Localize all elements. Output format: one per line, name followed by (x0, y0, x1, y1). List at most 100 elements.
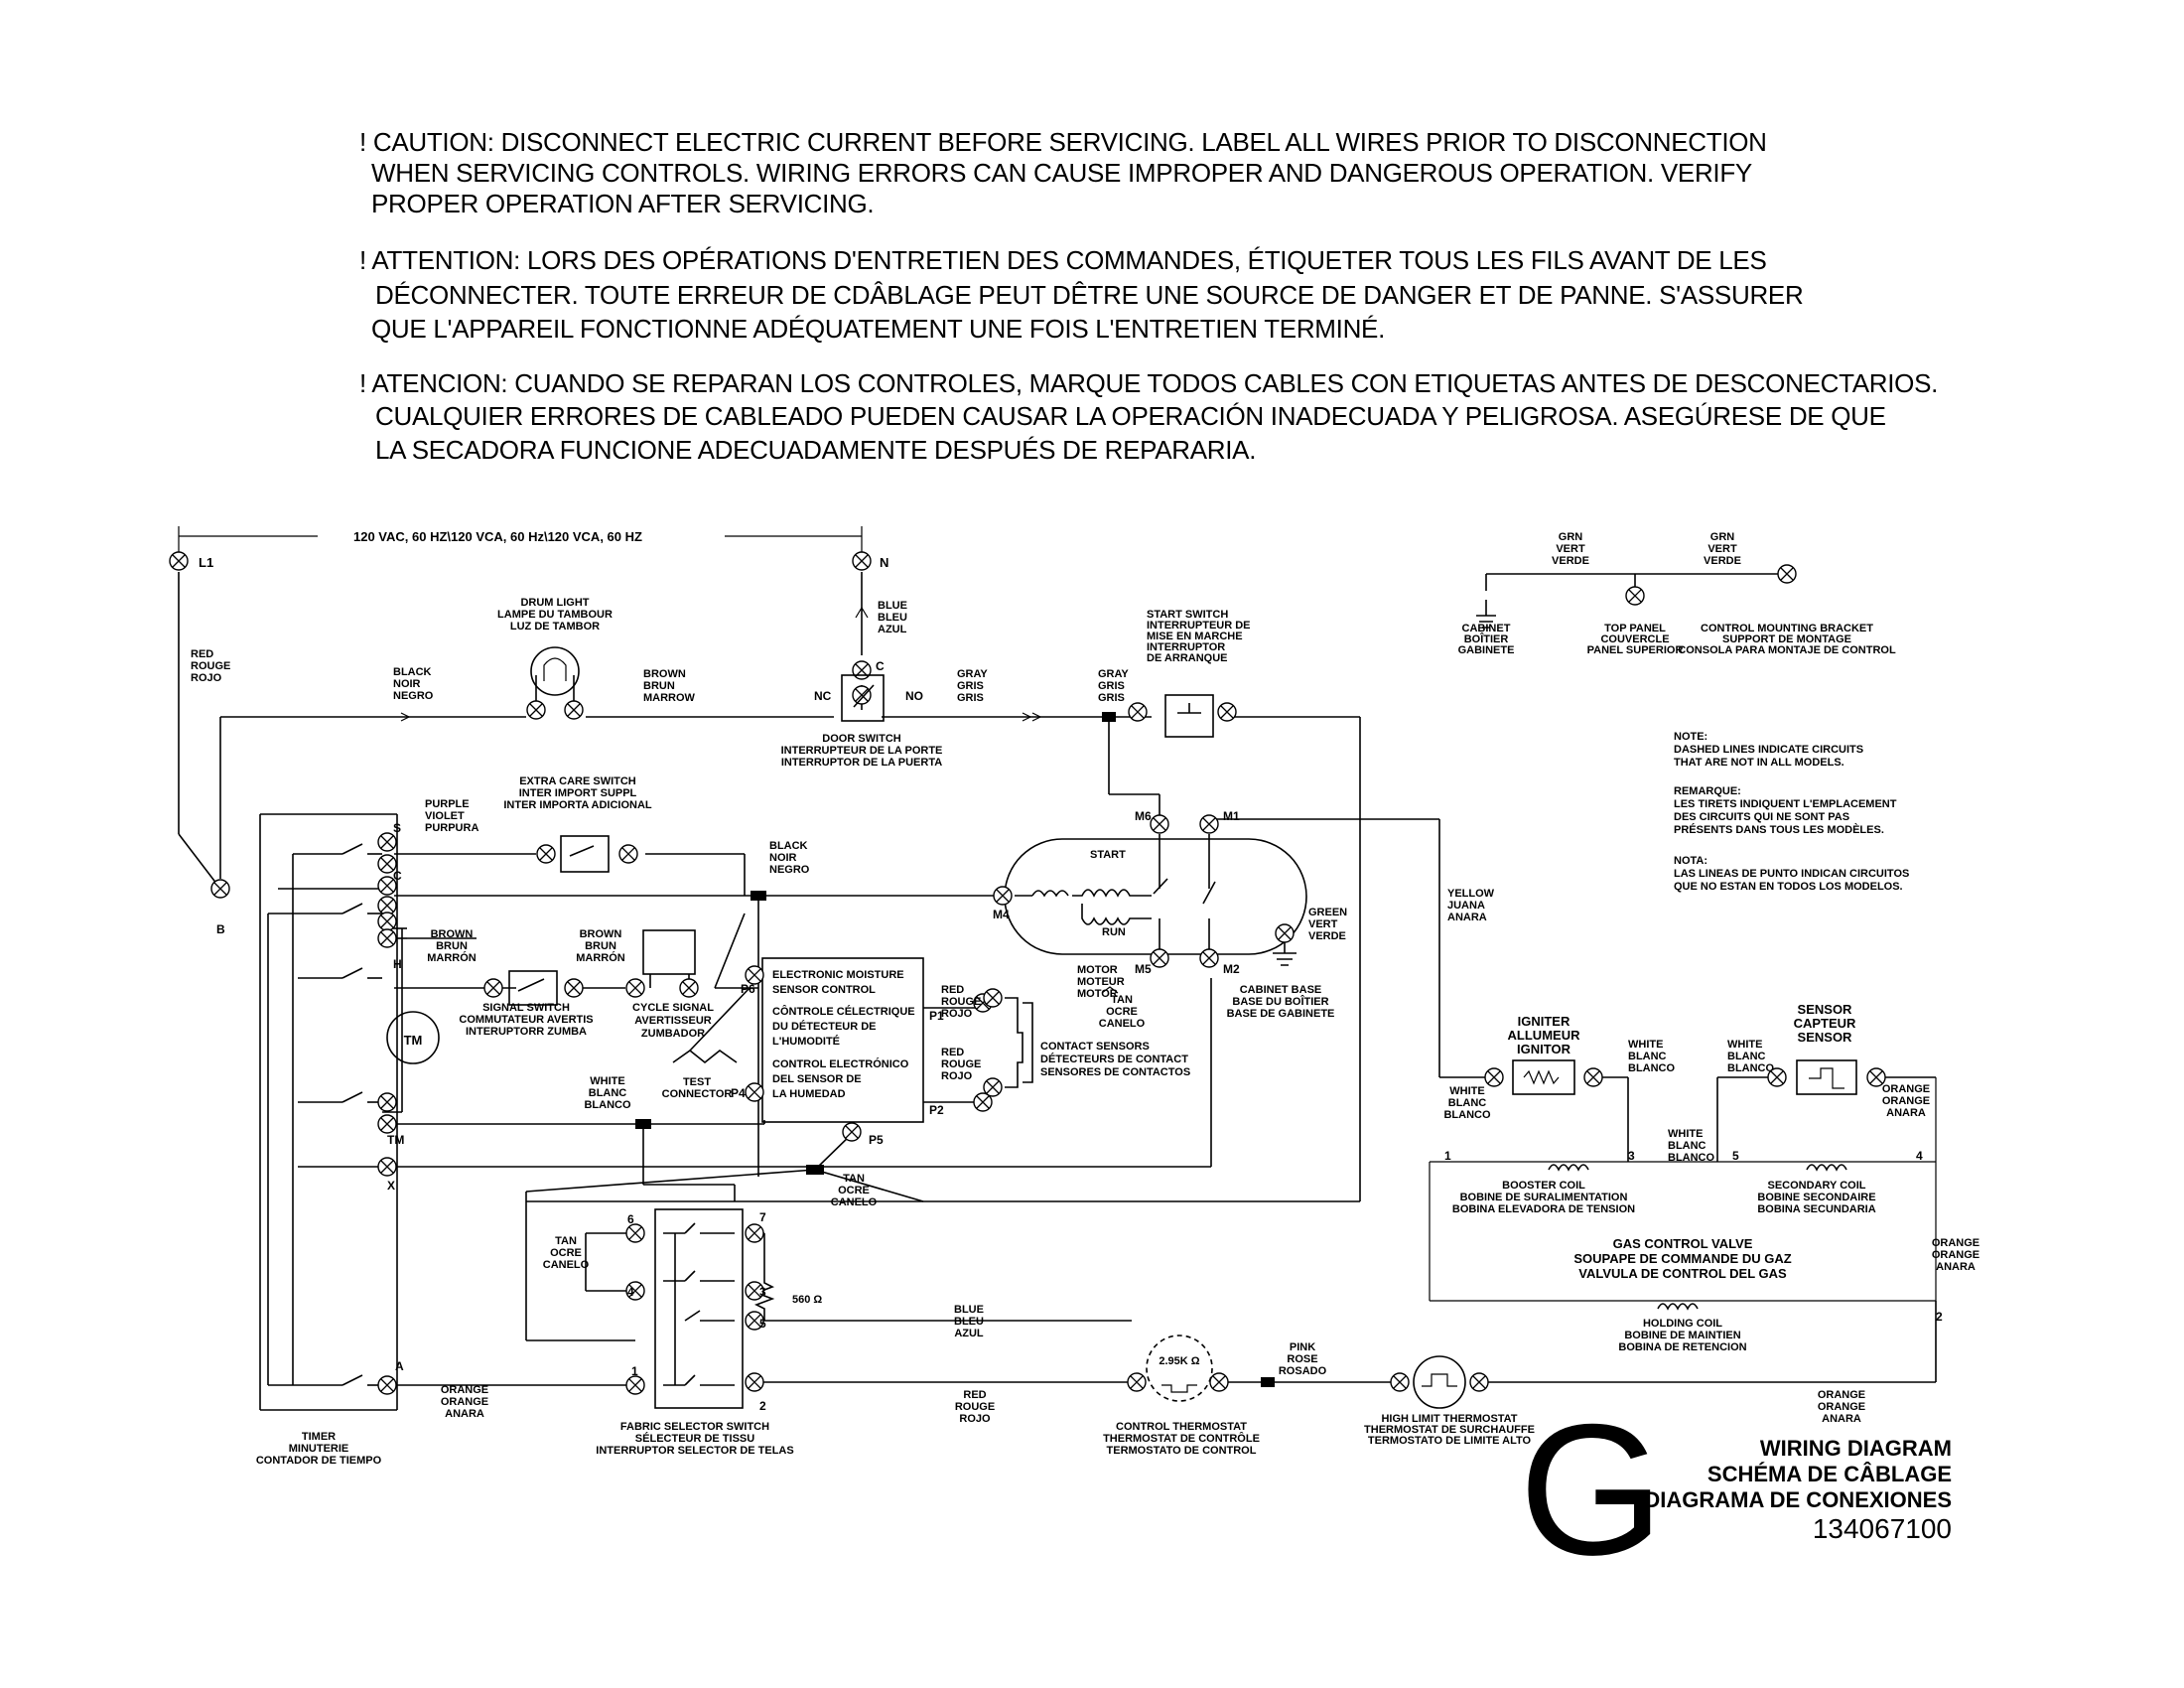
moisture-control-label-1: ELECTRONIC MOISTURE (772, 969, 904, 981)
terminal-32 (745, 1082, 764, 1102)
secondary-coil-label-3: BOBINA SECUNDARIA (1757, 1203, 1875, 1215)
motor-run-label: RUN (1102, 926, 1126, 938)
terminal-30 (1199, 948, 1219, 968)
wire-pink-label-2: ROSE (1287, 1353, 1317, 1365)
title-line-2: SCHÉMA DE CÂBLAGE (1707, 1462, 1952, 1486)
terminal-47 (1390, 1372, 1410, 1392)
gas-pin-5: 2 (1936, 1310, 1943, 1324)
igniter-label-1: IGNITER (1518, 1014, 1570, 1029)
terminal-3 (852, 660, 872, 680)
terminal-40 (625, 1281, 645, 1301)
fabric-selector-label-1: FABRIC SELECTOR SWITCH (620, 1421, 769, 1433)
wire-gray-label-1-3: GRIS (957, 692, 984, 704)
start-switch-label-1: START SWITCH (1147, 609, 1228, 621)
terminal-33 (842, 1122, 862, 1142)
moisture-pin-3: P2 (929, 1103, 944, 1117)
wire-brown-label-3-3: MARRÓN (576, 951, 625, 964)
terminal-21 (618, 844, 638, 864)
l1-label: L1 (199, 555, 213, 570)
wire-blue-label-2-3: AZUL (954, 1328, 984, 1339)
cabinet-base-label-3: BASE DE GABINETE (1227, 1008, 1335, 1020)
wire-green-label-2: VERT (1308, 918, 1338, 930)
wire-red-label-1-2: ROUGE (191, 660, 230, 672)
wire-brown-label-3-1: BROWN (580, 928, 622, 940)
terminal-6 (564, 700, 584, 720)
bracket-ground-label-2: SUPPORT DE MONTAGE (1722, 633, 1851, 645)
extra-care-switch-label-1: EXTRA CARE SWITCH (519, 775, 636, 787)
wire-blue-label-1-2: BLEU (878, 612, 907, 624)
contact-sensors-label-2: DÉTECTEURS DE CONTACT (1040, 1053, 1188, 1065)
gas-valve-label-3: VALVULA DE CONTROL DEL GAS (1578, 1266, 1787, 1281)
selector-pin-7: 2 (759, 1399, 766, 1413)
terminal-15 (377, 1092, 397, 1112)
wire-tan-label-2-2: OCRE (1106, 1006, 1138, 1018)
drum-light-label-3: LUZ DE TAMBOR (510, 621, 600, 633)
component-symbols (386, 600, 1857, 1409)
terminal-2 (852, 551, 872, 571)
cabinet-ground-label-2: BOÎTIER (1464, 633, 1509, 645)
selector-pin-6: 1 (631, 1364, 638, 1378)
wire-black-label-1-3: NEGRO (393, 690, 434, 702)
wires (178, 572, 1937, 1411)
secondary-coil-icon (1806, 1164, 1847, 1172)
door-switch-box (841, 674, 885, 722)
gas-pin-3: 5 (1732, 1149, 1739, 1163)
moisture-control-label-5: L'HUMODITÉ (772, 1035, 840, 1048)
power-supply: 120 VAC, 60 HZ\120 VCA, 60 Hz\120 VCA, 6… (178, 526, 888, 570)
title-line-3: DIAGRAMA DE CONEXIONES (1644, 1487, 1952, 1512)
terminal-27 (1150, 814, 1169, 834)
terminal-35 (973, 1092, 993, 1112)
moisture-pin-1: P6 (741, 982, 755, 996)
terminal-37 (983, 1077, 1003, 1097)
motor-start-label: START (1090, 849, 1126, 861)
wire-white-label-2-3: BLANCO (1443, 1109, 1490, 1121)
wire-orange-label-2-2: ORANGE (1818, 1401, 1865, 1413)
holding-coil-label-1: HOLDING COIL (1643, 1318, 1722, 1330)
moisture-control-label-2: SENSOR CONTROL (772, 984, 876, 996)
door-pin-1: C (876, 659, 885, 673)
wire-white-label-1-3: BLANCO (584, 1099, 630, 1111)
bracket-ground-label-1: CONTROL MOUNTING BRACKET (1701, 623, 1873, 634)
wire-gray-label-1-1: GRAY (957, 668, 988, 680)
terminal-29 (1150, 948, 1169, 968)
terminal-22 (483, 978, 503, 998)
wire-white-label-1-2: BLANC (589, 1087, 627, 1099)
high-limit-thermostat-icon (1413, 1355, 1466, 1409)
timer-pin-7: B (216, 922, 225, 936)
start-switch-label-3: MISE EN MARCHE (1147, 631, 1243, 642)
timer-label-3: CONTADOR DE TIEMPO (256, 1455, 382, 1467)
terminal-36 (983, 988, 1003, 1008)
wire-red-label-1-3: ROJO (191, 672, 222, 684)
terminal-43 (625, 1375, 645, 1395)
timer-label-1: TIMER (302, 1431, 336, 1443)
terminal-12 (377, 896, 397, 915)
bracket-ground-label-3: CONSOLA PARA MONTAJE DE CONTROL (1678, 644, 1896, 656)
wire-red-label-2-1: RED (941, 984, 964, 996)
wire-white-label-3-3: BLANCO (1628, 1062, 1675, 1074)
ground-color-label-1-3: VERDE (1552, 555, 1589, 567)
selector-pin-2: 7 (759, 1210, 766, 1224)
wire-tan-label-1-2: OCRE (838, 1185, 870, 1196)
wire-white-label-1-1: WHITE (590, 1075, 624, 1087)
wire-red-label-4-1: RED (963, 1389, 986, 1401)
resistor-value: 560 Ω (792, 1294, 822, 1306)
terminal-42 (745, 1311, 764, 1331)
wire-brown-label-3-2: BRUN (585, 940, 616, 952)
gas-pin-1: 1 (1444, 1149, 1451, 1163)
wire-white-label-3-2: BLANC (1628, 1051, 1667, 1062)
secondary-coil-label-1: SECONDARY COIL (1767, 1180, 1865, 1192)
wire-orange-label-1-1: ORANGE (441, 1384, 488, 1396)
terminal-41 (745, 1281, 764, 1301)
wire-brown-label-2-3: MARRÓN (427, 951, 477, 964)
wire-orange-label-1-2: ORANGE (441, 1396, 488, 1408)
caution-en-1: ! CAUTION: DISCONNECT ELECTRIC CURRENT B… (359, 127, 1767, 157)
door-switch-label-1: DOOR SWITCH (822, 733, 900, 745)
note-en-1: NOTE: (1674, 731, 1707, 743)
cabinet-ground-label-3: GABINETE (1458, 644, 1515, 656)
supply-voltage: 120 VAC, 60 HZ\120 VCA, 60 Hz\120 VCA, 6… (353, 529, 642, 544)
wire-orange-label-1-3: ANARA (445, 1408, 484, 1420)
note-es-3: QUE NO ESTAN EN TODOS LOS MODELOS. (1674, 881, 1903, 893)
control-thermostat-label-3: TERMOSTATO DE CONTROL (1107, 1445, 1257, 1457)
wire-black-label-1-1: BLACK (393, 666, 432, 678)
terminal-46 (1209, 1372, 1229, 1392)
